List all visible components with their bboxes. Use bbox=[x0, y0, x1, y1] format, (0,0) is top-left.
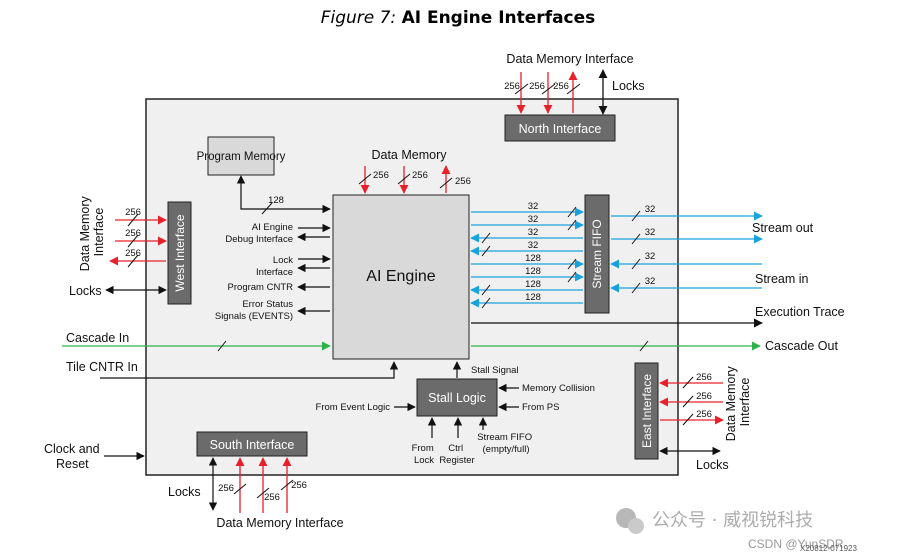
south-width-3: 256 bbox=[291, 480, 307, 491]
south-locks-label: Locks bbox=[168, 485, 201, 499]
west-locks-label: Locks bbox=[69, 284, 102, 298]
from-ps-label: From PS bbox=[522, 402, 559, 413]
east-dm-interface-label: Data Memory Interface bbox=[724, 363, 752, 442]
debug-label-2: Debug Interface bbox=[225, 234, 293, 245]
program-memory-block: Data Memory bbox=[207, 136, 275, 176]
from-lock-label: From Lock bbox=[412, 443, 437, 466]
north-interface-block: North Interface bbox=[504, 114, 616, 142]
south-dm-interface-label: Data Memory Interface bbox=[216, 516, 343, 530]
east-locks-label: Locks bbox=[696, 458, 729, 472]
out-width-3: 32 bbox=[645, 251, 656, 262]
csdn-credit: CSDN @YunSDR bbox=[748, 537, 844, 551]
stall-logic-block: Stall Logic bbox=[416, 378, 498, 417]
program-cntr-label: Program CNTR bbox=[228, 282, 294, 293]
stream-out-label: Stream out bbox=[752, 221, 814, 235]
west-width-3: 256 bbox=[125, 248, 141, 259]
west-interface-label: West Interface bbox=[173, 214, 187, 291]
watermark: 公众号 · 威视锐科技 bbox=[616, 508, 813, 534]
north-width-1: 256 bbox=[504, 81, 520, 92]
program-memory-label: Program Memory bbox=[197, 151, 286, 163]
from-event-logic-label: From Event Logic bbox=[316, 402, 391, 413]
ai-engine-block: AI Engine bbox=[332, 194, 470, 360]
stream-fifo-block: Stream FIFO bbox=[584, 194, 610, 314]
cascade-in-label: Cascade In bbox=[66, 331, 129, 345]
out-width-2: 32 bbox=[645, 227, 656, 238]
caption-prefix: Figure 7: bbox=[321, 8, 396, 28]
memory-collision-label: Memory Collision bbox=[522, 383, 595, 394]
north-locks-label: Locks bbox=[612, 79, 645, 93]
error-status-label-2: Signals (EVENTS) bbox=[215, 311, 293, 322]
east-width-3: 256 bbox=[696, 409, 712, 420]
stream-in-label: Stream in bbox=[755, 272, 809, 286]
south-width-2: 256 bbox=[264, 492, 280, 503]
engine-dm-width-3: 256 bbox=[455, 176, 471, 187]
engine-fifo-links bbox=[470, 206, 584, 309]
engine-dm-width-2: 256 bbox=[412, 170, 428, 181]
ai-engine-label: AI Engine bbox=[366, 268, 435, 285]
fifo-width-5: 128 bbox=[525, 253, 541, 264]
south-width-1: 256 bbox=[218, 483, 234, 494]
fifo-width-2: 32 bbox=[528, 214, 539, 225]
ctrl-register-label: Ctrl Register bbox=[439, 443, 474, 466]
out-width-4: 32 bbox=[645, 276, 656, 287]
stall-signal-label: Stall Signal bbox=[471, 365, 519, 376]
fifo-width-7: 128 bbox=[525, 279, 541, 290]
engine-dm-label: Data Memory bbox=[371, 148, 447, 162]
stall-logic-label: Stall Logic bbox=[428, 391, 486, 405]
lock-label-2: Interface bbox=[256, 267, 293, 278]
north-width-2: 256 bbox=[529, 81, 545, 92]
west-interface-block: West Interface bbox=[167, 201, 192, 305]
east-width-1: 256 bbox=[696, 372, 712, 383]
fifo-width-3: 32 bbox=[528, 227, 539, 238]
stream-io-links bbox=[610, 210, 763, 294]
south-interface-label: South Interface bbox=[210, 438, 295, 452]
east-interface-block: East Interface bbox=[634, 362, 659, 460]
out-width-1: 32 bbox=[645, 204, 656, 215]
lock-label-1: Lock bbox=[273, 255, 293, 266]
caption-title: AI Engine Interfaces bbox=[402, 8, 596, 28]
error-status-label-1: Error Status bbox=[242, 299, 293, 310]
figure-caption: Figure 7: AI Engine Interfaces bbox=[321, 8, 596, 28]
fifo-width-1: 32 bbox=[528, 201, 539, 212]
east-width-2: 256 bbox=[696, 391, 712, 402]
cascade-out-label: Cascade Out bbox=[765, 339, 838, 353]
engine-dm-width-1: 256 bbox=[373, 170, 389, 181]
debug-label-1: AI Engine bbox=[252, 222, 293, 233]
north-dm-interface-label: Data Memory Interface bbox=[506, 52, 633, 66]
execution-trace-label: Execution Trace bbox=[755, 305, 845, 319]
fifo-width-8: 128 bbox=[525, 292, 541, 303]
clock-reset-label: Clock and Reset bbox=[44, 442, 103, 471]
stream-fifo-state-label: Stream FIFO (empty/full) bbox=[477, 432, 535, 455]
program-width: 128 bbox=[268, 195, 284, 206]
fifo-width-4: 32 bbox=[528, 240, 539, 251]
fifo-width-6: 128 bbox=[525, 266, 541, 277]
tile-cntr-in-label: Tile CNTR In bbox=[66, 360, 138, 374]
west-width-2: 256 bbox=[125, 228, 141, 239]
north-width-3: 256 bbox=[553, 81, 569, 92]
north-interface-label: North Interface bbox=[519, 122, 602, 136]
south-interface-block: South Interface bbox=[196, 431, 308, 457]
west-width-1: 256 bbox=[125, 207, 141, 218]
figure-id: X20812-071923 bbox=[800, 544, 857, 553]
stream-fifo-label: Stream FIFO bbox=[590, 219, 604, 288]
watermark-text: 公众号 · 威视锐科技 bbox=[652, 510, 813, 531]
east-interface-label: East Interface bbox=[640, 374, 654, 448]
west-dm-interface-label: Data Memory Interface bbox=[78, 193, 106, 272]
